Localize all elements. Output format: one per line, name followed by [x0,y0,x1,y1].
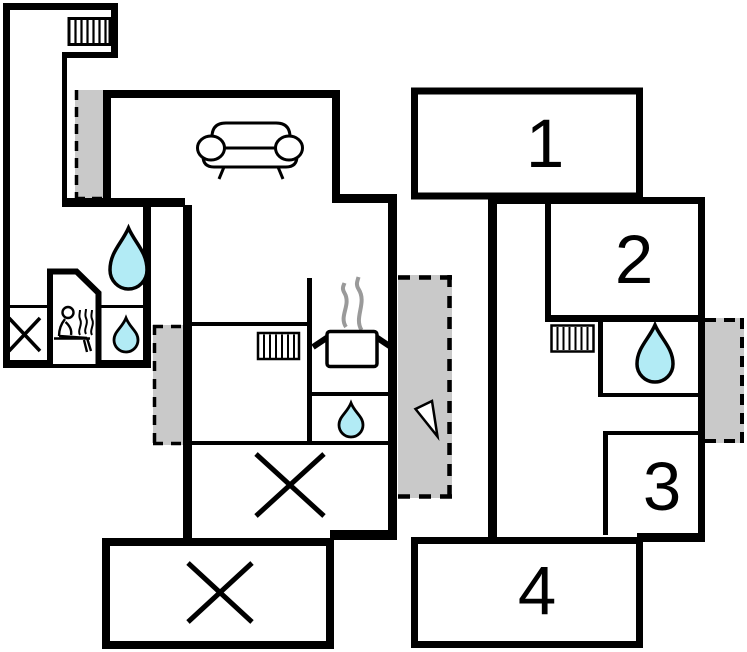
water-drop-icon [337,399,365,439]
sofa-legs [217,166,285,180]
wall [62,198,185,207]
door-zone [705,318,744,443]
wall [143,204,151,364]
room-3-label: 3 [643,448,681,525]
room-labels: 1 2 3 4 [518,105,681,629]
wall-thin [312,392,389,396]
radiator-fins [556,327,589,350]
radiator-body [67,17,112,46]
wall-thin [192,322,308,326]
crossed-area-icon [7,316,42,353]
wall-thin [603,431,608,535]
wall [62,52,118,58]
sofa-icon [196,121,304,180]
sofa-armrest [274,134,304,162]
wall [3,3,118,10]
cooking-pot-icon [311,276,393,369]
sauna-cabin-walls [47,268,102,364]
wall-thin [603,431,705,435]
wall [111,3,118,58]
wall [637,533,705,542]
wall [488,197,553,204]
entrance-arrow-icon [413,399,440,441]
crossed-area-icon [186,561,254,624]
radiator-fins [74,20,107,43]
wall [698,197,705,541]
sofa-armrest [196,134,226,162]
room-1-label: 1 [526,105,564,182]
door-zone-fill [153,325,183,445]
crossed-area-icon [254,452,326,518]
door-zone [152,324,183,446]
radiator-icon [67,17,112,46]
room-2-label: 2 [615,221,653,298]
door-zone-fill [75,90,103,200]
entrance-terrace-zone [398,275,452,499]
door-zone-dashes [398,275,452,499]
wall [388,194,397,540]
wall [330,530,397,540]
sauna-steam [78,308,94,336]
wall [488,197,497,544]
sauna-person-body [57,318,93,352]
wall [332,194,397,203]
wall [332,90,340,203]
water-drop-icon [112,314,140,354]
wall [62,58,67,204]
sauna-person-head [61,305,75,320]
radiator-icon [256,331,301,361]
radiator-body [550,324,595,353]
wall-thin [545,204,551,317]
steam-icon [354,276,364,332]
sofa-back [210,121,292,152]
radiator-icon [550,324,595,353]
room-4-outline [411,537,643,648]
wall [553,197,705,204]
main-house-walls [103,90,397,540]
door-zones [74,90,744,499]
wall [103,90,340,98]
room-4-label: 4 [518,552,556,629]
radiator-fins [263,334,295,358]
right-house-walls [411,87,705,648]
wall-thin [598,322,603,395]
water-icons [108,223,675,439]
door-zone [74,90,103,201]
wall [3,3,10,368]
door-zone-dashes [705,318,744,443]
crossed-areas [7,316,326,624]
radiator-body [256,331,301,361]
wall [103,90,111,206]
steam-icon [340,282,349,329]
wall [545,315,705,322]
pot-body [325,329,379,369]
wall-thin [307,278,312,444]
wall [183,205,192,540]
wall-thin [598,393,705,397]
water-drop-icon [108,223,149,291]
sauna-icon [54,305,94,353]
door-zone-fill [705,318,744,443]
room-1-outline [411,87,643,200]
door-zone-fill [398,275,452,498]
sauna-bench [54,337,90,353]
water-drop-icon [635,320,675,384]
wall-thin [192,441,389,445]
door-zone-dashes [152,324,183,446]
